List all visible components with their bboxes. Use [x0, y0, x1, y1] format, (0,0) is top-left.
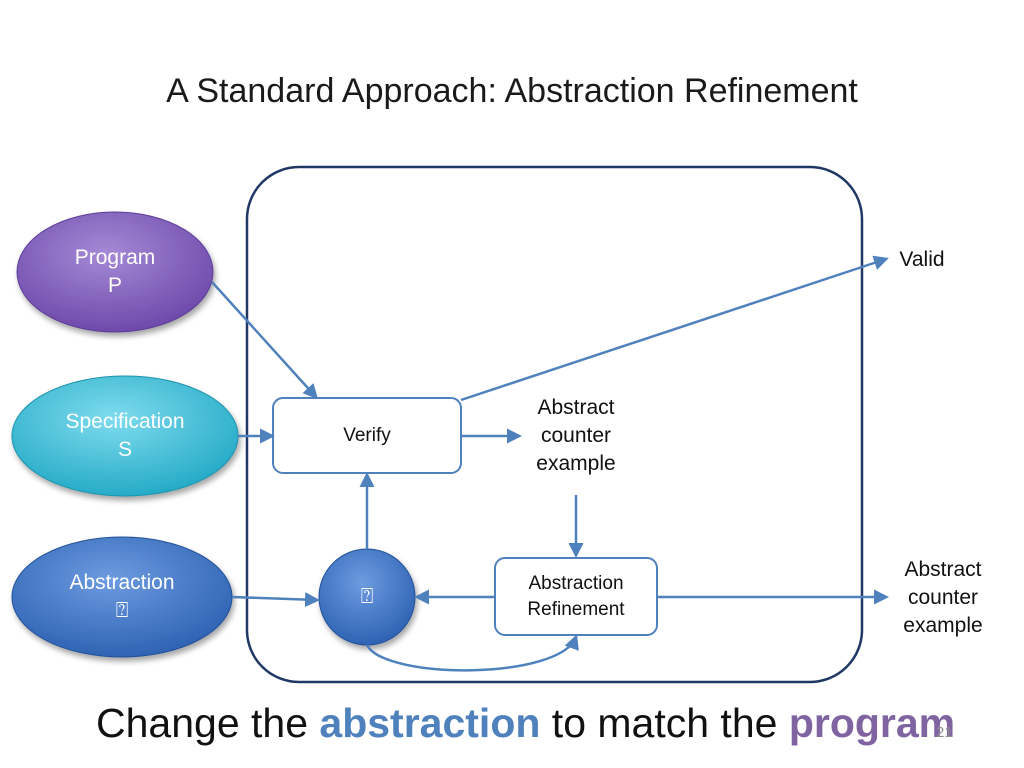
inner-counterexample-line1: Abstract	[537, 396, 615, 420]
abstraction-to-alpha-arrow	[231, 592, 320, 608]
footer-part1: Change the	[96, 700, 320, 746]
process-frame	[245, 165, 864, 684]
specification-label: Specification S	[35, 404, 215, 468]
alpha-to-refinement-curve	[365, 634, 579, 672]
refinement-label-line2: Refinement	[527, 598, 625, 620]
footer-part2: to match the	[540, 700, 789, 746]
program-label-line1: Program	[74, 246, 156, 270]
alpha-label: ⍰	[360, 585, 374, 609]
specification-label-line1: Specification	[65, 410, 185, 434]
program-to-verify-arrow	[211, 281, 319, 400]
footer-highlight-program: program	[788, 700, 956, 746]
output-counterexample-label: Abstract counter example	[892, 552, 994, 644]
verify-label: Verify	[343, 424, 391, 446]
refinement-label: Abstraction Refinement	[495, 558, 657, 635]
valid-label: Valid	[899, 248, 945, 272]
program-ellipse	[16, 211, 214, 333]
inner-counterexample-label: Abstract counter example	[516, 390, 636, 482]
footer-highlight-abstraction: abstraction	[319, 700, 541, 746]
abstraction-label-line2: ⍰	[115, 599, 129, 622]
slide-number: 21	[936, 724, 953, 741]
output-counterexample-line2: counter	[907, 586, 979, 610]
abstraction-label: Abstraction ⍰	[32, 565, 212, 629]
inner-counterexample-line3: example	[536, 451, 616, 475]
refinement-label-line1: Abstraction	[528, 573, 624, 595]
footer-caption: Change the abstraction to match the prog…	[96, 700, 955, 747]
inner-counterexample-line2: counter	[540, 424, 612, 448]
slide-title: A Standard Approach: Abstraction Refinem…	[166, 72, 858, 110]
output-counterexample-line3: example	[903, 613, 983, 637]
specification-label-line2: S	[117, 438, 132, 461]
abstraction-label-line1: Abstraction	[69, 571, 175, 595]
program-label: Program P	[35, 240, 195, 304]
verify-to-valid-arrow	[460, 255, 889, 402]
program-label-line2: P	[107, 274, 122, 297]
output-counterexample-line1: Abstract	[904, 558, 982, 582]
